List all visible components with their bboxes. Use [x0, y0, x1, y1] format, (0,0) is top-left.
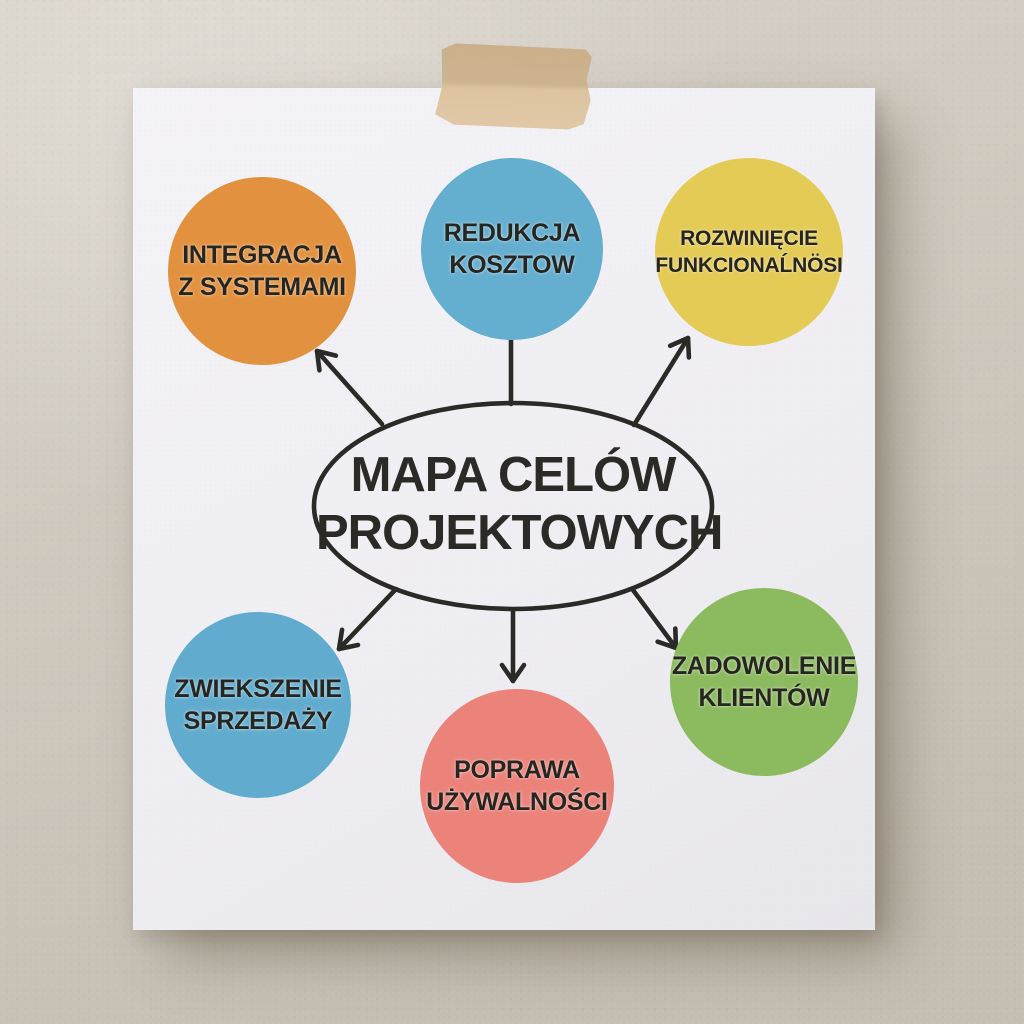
central-topic-title: MAPA CELÓW PROJEKTOWYCH — [316, 447, 723, 563]
node-customer-satisfaction: ZADOWOLENIE KLIENTÓW — [670, 588, 858, 776]
node-sales-label-line1: ZWIEKSZENIE — [174, 674, 342, 703]
arrow-to-satisfaction — [630, 587, 679, 651]
arrow-to-integration — [314, 348, 385, 427]
arrow-ink-strokes — [314, 335, 692, 684]
node-usability-label-line2: UŻYWALNOŚCI — [426, 788, 608, 816]
central-title-line2: PROJEKTOWYCH — [316, 505, 723, 560]
node-satisfaction-label-line2: KLIENTÓW — [698, 684, 830, 712]
node-integration: INTEGRACJA Z SYSTEMAMI — [168, 177, 356, 365]
node-functionality: ROZWINIĘCIE FUNKCIONAĹNÖSI — [655, 158, 843, 346]
node-cost-label-line1: REDUKCJA — [443, 218, 581, 247]
node-integration-label-line2: Z SYSTEMAMI — [178, 273, 346, 301]
node-satisfaction-label-line1: ZADOWOLENIE — [671, 651, 857, 680]
arrow-to-functionality — [631, 335, 692, 428]
node-functionality-label-line2: FUNKCIONAĹNÖSI — [655, 254, 843, 277]
node-usability-label-line1: POPRAWA — [454, 755, 580, 784]
node-usability: POPRAWA UŻYWALNOŚCI — [420, 689, 614, 883]
node-integration-label-line1: INTEGRACJA — [182, 240, 342, 269]
node-cost-reduction: REDUKCJA KOSZTOW — [421, 158, 603, 340]
central-title-line1: MAPA CELÓW — [350, 448, 677, 502]
node-sales-increase: ZWIEKSZENIE SPRZEDAŻY — [165, 612, 351, 798]
node-sales-label-line2: SPRZEDAŻY — [183, 707, 333, 735]
arrow-to-sales — [336, 586, 399, 652]
node-functionality-label-line1: ROZWINIĘCIE — [680, 226, 818, 250]
node-cost-label-line2: KOSZTOW — [449, 251, 575, 279]
central-ellipse-outline — [311, 400, 715, 612]
